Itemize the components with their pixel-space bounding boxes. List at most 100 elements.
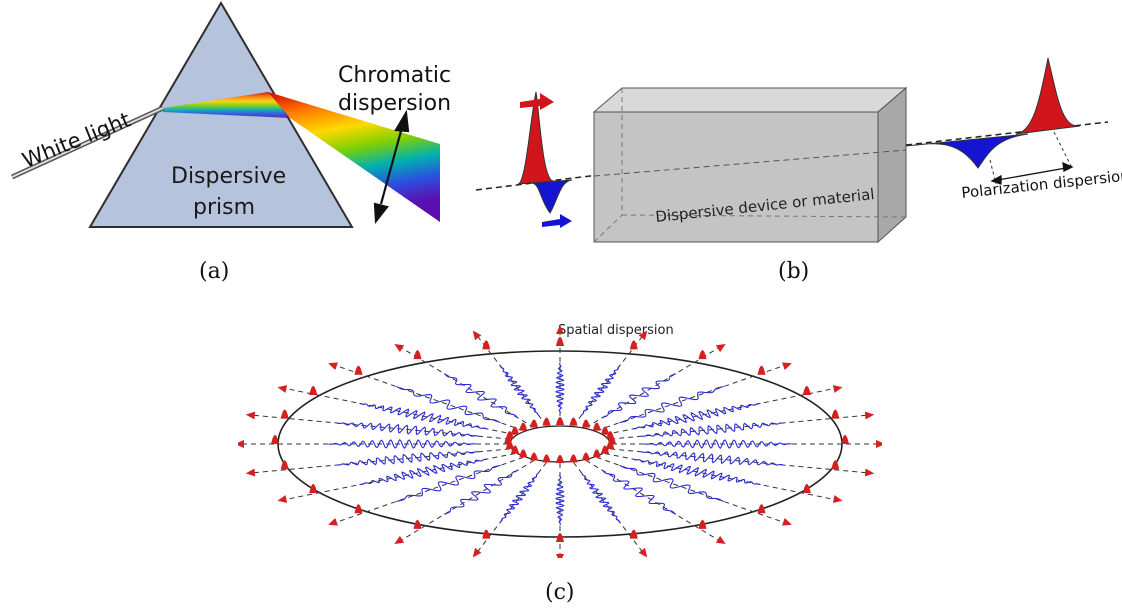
ray-arrowhead xyxy=(245,468,256,477)
panel-a-prism: White light Dispersive prism Chromatic d… xyxy=(10,1,451,228)
inner-pulse-marker xyxy=(582,419,590,428)
outer-pulse-marker xyxy=(629,340,638,350)
wave-packet xyxy=(443,373,519,419)
inner-pulse-marker xyxy=(519,422,528,431)
wave-packet xyxy=(336,422,479,437)
ray-arrowhead xyxy=(328,362,338,370)
inner-pulse-marker xyxy=(592,449,601,458)
ray-arrowhead xyxy=(832,495,843,503)
inner-pulse-marker xyxy=(592,422,601,431)
panel-c-spatial: Spatial dispersion xyxy=(238,323,882,558)
ray-arrowhead xyxy=(394,535,405,544)
outgoing-spectrum xyxy=(268,92,440,222)
outer-pulse-marker xyxy=(271,435,279,444)
outer-pulse-marker xyxy=(354,365,363,375)
ray-arrowhead xyxy=(245,411,256,420)
wave-packet xyxy=(359,458,488,486)
ray-arrowhead xyxy=(238,440,244,448)
inner-pulse-marker xyxy=(519,449,528,458)
radial-ray xyxy=(333,364,524,432)
caption-a: (a) xyxy=(199,259,230,284)
radial-ray xyxy=(585,346,721,428)
radial-ray xyxy=(399,346,535,428)
dispersion-measure-arrow xyxy=(990,161,1074,185)
wave-packet xyxy=(396,464,501,503)
outer-pulse-marker xyxy=(802,386,811,395)
inner-pulse-marker xyxy=(569,454,578,463)
prism-label-line1: Dispersive xyxy=(171,164,286,189)
inner-pulse-marker xyxy=(569,417,578,426)
outer-pulse-marker xyxy=(309,484,318,493)
wave-packet xyxy=(396,385,501,424)
ray-arrowhead xyxy=(832,385,843,393)
outer-pulse-marker xyxy=(757,365,766,375)
prism-label-line2: prism xyxy=(193,195,255,220)
panel-b-polarization: Dispersive device or material Polarizati… xyxy=(475,57,1122,244)
dispersive-device-box xyxy=(592,86,908,244)
inner-pulse-marker xyxy=(601,426,610,435)
outer-pulse-marker xyxy=(309,386,318,395)
wave-packet xyxy=(619,464,724,503)
spatial-dispersion-title: Spatial dispersion xyxy=(558,323,674,338)
inner-pulse-marker xyxy=(556,455,564,463)
chromatic-label-line1: Chromatic xyxy=(338,63,451,88)
outer-pulse-marker xyxy=(629,529,638,539)
inner-pulse-marker xyxy=(606,431,615,440)
white-light-label: White light xyxy=(19,108,134,173)
radial-ray xyxy=(399,460,535,542)
outer-pulse-marker xyxy=(556,337,564,346)
outer-pulse-marker xyxy=(698,350,707,360)
caption-b: (b) xyxy=(778,259,810,284)
ray-arrowhead xyxy=(715,344,726,353)
ray-arrowhead xyxy=(638,547,648,558)
outer-pulse-marker xyxy=(354,504,363,514)
wave-packet xyxy=(555,362,565,414)
ray-arrowhead xyxy=(638,330,648,341)
outer-pulse-marker xyxy=(482,340,491,350)
ray-arrowhead xyxy=(556,554,564,558)
ray-arrowhead xyxy=(715,535,726,544)
ray-arrowhead xyxy=(782,362,792,370)
blue-direction-arrow xyxy=(542,214,572,228)
wave-packet xyxy=(443,469,519,515)
ray-arrowhead xyxy=(556,325,564,334)
ray-arrowhead xyxy=(277,385,288,393)
inner-pulse-marker xyxy=(556,417,564,425)
wave-packet xyxy=(499,472,539,523)
internal-spectrum xyxy=(163,92,290,118)
outer-pulse-marker xyxy=(280,409,289,419)
inner-pulse-marker xyxy=(542,454,551,463)
outer-pulse-marker xyxy=(413,350,422,360)
radial-ray xyxy=(596,456,787,524)
dispersion-arrow xyxy=(373,109,410,224)
ray-arrowhead xyxy=(277,495,288,503)
wave-packet xyxy=(601,469,677,515)
outer-pulse-marker xyxy=(802,484,811,493)
wave-packet xyxy=(641,451,784,466)
red-direction-arrow xyxy=(520,93,554,110)
wave-packet xyxy=(644,438,792,450)
outer-pulse-marker xyxy=(757,504,766,514)
ray-arrowhead xyxy=(864,411,875,420)
radial-ray xyxy=(585,460,721,542)
wave-packet xyxy=(581,365,621,416)
inner-pulse-marker xyxy=(510,426,519,435)
wave-packet xyxy=(632,458,761,486)
ray-arrowhead xyxy=(782,518,792,526)
ray-arrowhead xyxy=(472,330,482,341)
inner-pulse-marker xyxy=(601,445,610,454)
output-axis xyxy=(905,121,1109,146)
outer-pulse-marker xyxy=(482,529,491,539)
inner-pulse-marker xyxy=(582,452,590,461)
wave-packet xyxy=(328,438,476,450)
outer-pulse-marker xyxy=(831,409,840,419)
wave-packet xyxy=(336,451,479,466)
outer-pulse-marker xyxy=(280,460,289,470)
ray-arrowhead xyxy=(864,468,875,477)
caption-c: (c) xyxy=(545,580,575,605)
inner-pulse-marker xyxy=(542,417,551,426)
inner-pulse-marker xyxy=(606,440,615,449)
output-red-pulse xyxy=(1015,57,1081,135)
inner-pulse-marker xyxy=(530,419,538,428)
input-blue-pulse xyxy=(531,179,573,214)
